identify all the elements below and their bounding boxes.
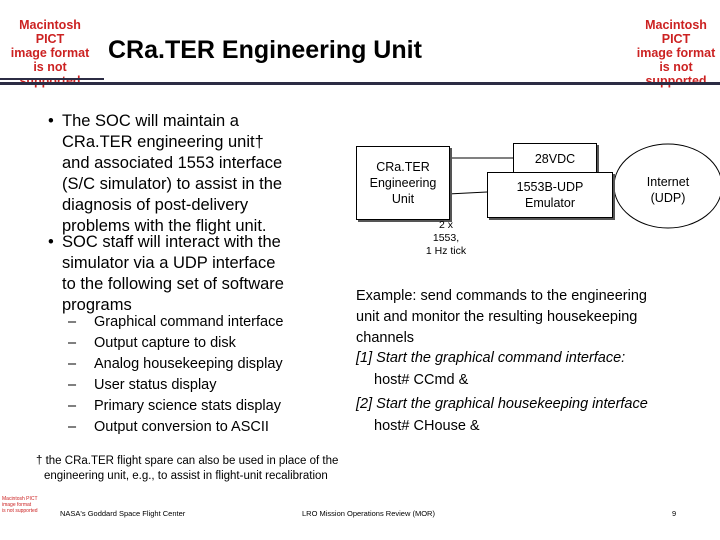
pict-placeholder-footer: Macintosh PICT image format is not suppo… bbox=[2, 496, 48, 514]
bullet-line: problems with the flight unit. bbox=[62, 217, 267, 235]
internet-label: Internet (UDP) bbox=[646, 175, 690, 205]
page-number: 9 bbox=[672, 509, 677, 518]
pict-line: image format bbox=[2, 502, 32, 508]
1553b-udp-emulator-box: 1553B-UDP Emulator bbox=[487, 172, 613, 218]
sub-bullet-list: –Graphical command interface –Output cap… bbox=[68, 312, 284, 438]
example-step-2: [2] Start the graphical housekeeping int… bbox=[356, 396, 648, 412]
pict-line: image format bbox=[636, 46, 716, 60]
footer-left: NASA's Goddard Space Flight Center bbox=[60, 509, 186, 518]
bullet-item: • The SOC will maintain a CRa.TER engine… bbox=[48, 111, 283, 237]
bullet-line: and associated 1553 interface bbox=[62, 154, 283, 172]
bullet-mark: • bbox=[48, 112, 54, 130]
pict-line: Macintosh PICT bbox=[645, 18, 707, 46]
bullet-line: The SOC will maintain a bbox=[62, 112, 239, 130]
bullet-line: (S/C simulator) to assist in the bbox=[62, 175, 283, 193]
title-divider bbox=[0, 82, 720, 85]
footnote: † the CRa.TER flight spare can also be u… bbox=[36, 455, 339, 482]
bullet-line: SOC staff will interact with the bbox=[62, 233, 281, 251]
bullet-line: diagnosis of post-delivery bbox=[62, 196, 249, 214]
footer-center: LRO Mission Operations Review (MOR) bbox=[302, 509, 435, 518]
bus-link bbox=[447, 191, 488, 195]
connection-diagram bbox=[447, 143, 720, 229]
28vdc-box: 28VDC bbox=[513, 143, 597, 175]
sub-bullet-item: –Output capture to disk bbox=[68, 335, 236, 351]
pict-line: Macintosh PICT bbox=[2, 496, 38, 502]
pict-line: is not supported bbox=[2, 508, 38, 514]
crater-engineering-unit-box: CRa.TER Engineering Unit bbox=[356, 146, 450, 220]
example-intro: Example: send commands to the engineerin… bbox=[356, 288, 647, 346]
pict-line: image format bbox=[10, 46, 90, 60]
pict-line: Macintosh PICT bbox=[19, 18, 81, 46]
bullet-line: simulator via a UDP interface bbox=[62, 254, 276, 272]
bullet-line: to the following set of software bbox=[62, 275, 284, 293]
bullet-item: • SOC staff will interact with the simul… bbox=[48, 232, 284, 316]
bullet-line: programs bbox=[62, 296, 132, 314]
example-step-1: [1] Start the graphical command interfac… bbox=[356, 350, 626, 366]
title-divider-short bbox=[0, 78, 104, 80]
sub-bullet-item: –Output conversion to ASCII bbox=[68, 419, 269, 435]
example-command-1: host# CCmd & bbox=[374, 372, 469, 388]
bullet-line: CRa.TER engineering unit† bbox=[62, 133, 264, 151]
bullet-mark: • bbox=[48, 233, 54, 251]
sub-bullet-item: –Analog housekeeping display bbox=[68, 356, 283, 372]
pict-placeholder-left: Macintosh PICT image format is not suppo… bbox=[4, 18, 96, 88]
sub-bullet-item: –Graphical command interface bbox=[68, 314, 284, 330]
link-label: 2 x 1553, 1 Hz tick bbox=[425, 219, 467, 257]
slide-title: CRa.TER Engineering Unit bbox=[108, 36, 422, 64]
internet-cloud bbox=[613, 143, 720, 229]
sub-bullet-item: –Primary science stats display bbox=[68, 398, 281, 414]
example-command-2: host# CHouse & bbox=[374, 418, 480, 434]
sub-bullet-item: –User status display bbox=[68, 377, 217, 393]
